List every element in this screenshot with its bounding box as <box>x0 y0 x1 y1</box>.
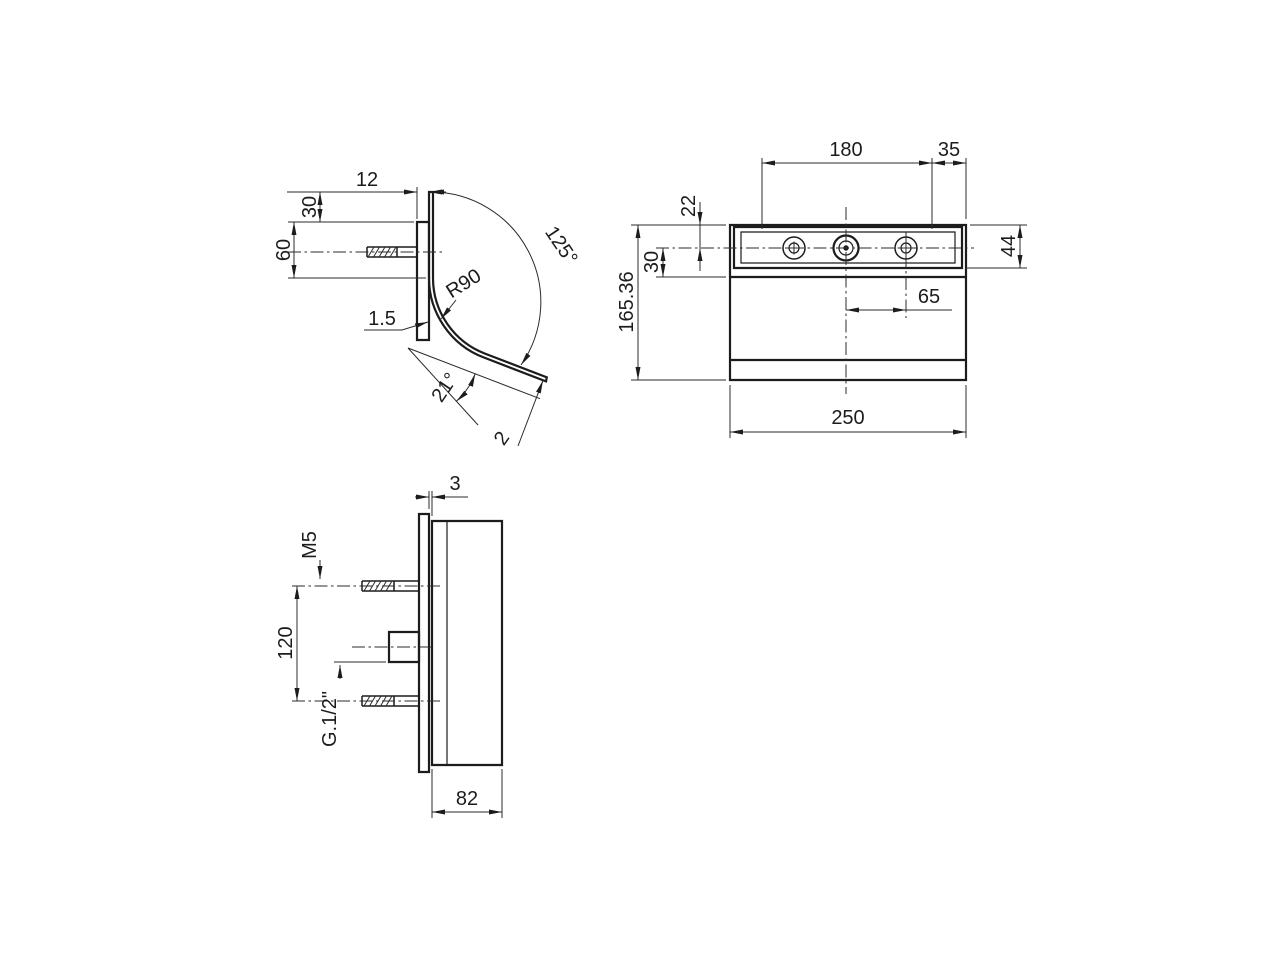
dim-top-width-label: 12 <box>356 169 378 191</box>
stud-thread-label: M5 <box>299 531 321 559</box>
dim-axis-to-shelf-label: 30 <box>641 251 663 273</box>
dim-top-to-plate-label: 30 <box>299 196 321 218</box>
dim-total-width-label: 250 <box>831 407 864 429</box>
dim-tip-thickness-leader <box>517 380 544 447</box>
left-screw-outer-circle <box>782 236 806 260</box>
dim-tip-angle-arc <box>456 373 476 402</box>
dim-total-height-label: 165.36 <box>616 271 638 332</box>
side-profile-extension-lines <box>287 187 426 279</box>
panel-outline <box>728 223 968 382</box>
dim-depth-label: 82 <box>456 788 478 810</box>
bracket-outline <box>732 225 964 270</box>
dim-center-to-hole-label: 65 <box>918 286 940 308</box>
dim-plate-to-bend-label: 60 <box>273 239 295 261</box>
front-extension-lines <box>631 158 1027 438</box>
upper-stud-outline <box>361 580 419 592</box>
dim-gap-label: 3 <box>449 473 460 495</box>
port-block-outline <box>387 630 421 664</box>
dim-tip-angle-rays <box>407 347 541 426</box>
dim-right-edge-offset-label: 35 <box>938 139 960 161</box>
dim-bend-radius-label: R90 <box>442 265 485 303</box>
dim-sweep-angle-label: 125° <box>540 222 581 269</box>
dim-sheet-thickness-label: 1.5 <box>368 308 396 330</box>
body-outline <box>430 519 504 767</box>
dim-sweep-angle-arc <box>430 189 542 366</box>
side-profile-view: 12 30 60 1.5 R90 125° 21° 2 <box>273 169 582 449</box>
side-elevation-view: 3 M5 120 G.1/2" 82 <box>275 473 504 818</box>
pipe-thread-label: G.1/2" <box>319 691 341 747</box>
mounting-plate-outline <box>415 220 431 342</box>
dim-top-to-axis-label: 22 <box>678 195 700 217</box>
dim-hole-span-label: 180 <box>829 139 862 161</box>
stud-outline <box>366 246 417 258</box>
dim-tip-thickness-label: 2 <box>490 428 514 450</box>
bracket-inner-outline <box>740 231 956 264</box>
back-plate-outline <box>417 512 431 774</box>
dim-stud-spacing-label: 120 <box>275 626 297 659</box>
dim-bracket-height-label: 44 <box>998 235 1020 257</box>
front-view: 180 35 22 30 165.36 44 65 250 <box>616 139 1027 438</box>
dim-sheet-thickness-leader <box>364 321 429 331</box>
lower-stud-outline <box>361 695 419 707</box>
